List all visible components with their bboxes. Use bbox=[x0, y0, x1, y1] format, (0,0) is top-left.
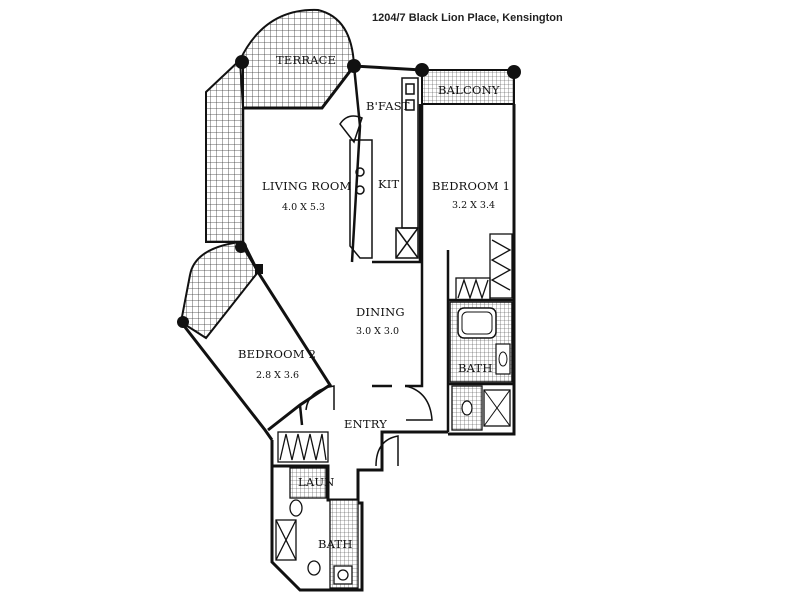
dining-dims: 3.0 X 3.0 bbox=[356, 326, 399, 337]
bfast-label: B'FAST bbox=[366, 99, 410, 113]
kitchen-label: KIT bbox=[378, 177, 400, 191]
dining-label: DINING bbox=[356, 305, 405, 319]
bedroom-2-label: BEDROOM 2 bbox=[238, 347, 316, 361]
living-room-dims: 4.0 X 5.3 bbox=[282, 202, 325, 213]
balcony-area bbox=[421, 69, 515, 105]
interior-walls bbox=[241, 65, 514, 432]
bath-lower-label: BATH bbox=[318, 537, 353, 551]
wardrobes bbox=[277, 233, 513, 463]
laundry-label: LAUN bbox=[298, 475, 335, 489]
living-room-label: LIVING ROOM bbox=[262, 179, 351, 193]
bedroom-2-dims: 2.8 X 3.6 bbox=[256, 370, 299, 381]
terrace-label: TERRACE bbox=[276, 53, 336, 67]
bedroom-1-label: BEDROOM 1 bbox=[432, 179, 510, 193]
door-swings bbox=[305, 115, 433, 467]
kitchen-counters bbox=[349, 77, 419, 259]
entry-label: ENTRY bbox=[344, 417, 387, 431]
outer-walls bbox=[179, 64, 516, 592]
balcony-label: BALCONY bbox=[438, 83, 500, 97]
bath-upper-label: BATH bbox=[458, 361, 493, 375]
terrace-area bbox=[179, 8, 356, 340]
bedroom-1-dims: 3.2 X 3.4 bbox=[452, 200, 495, 211]
address-title: 1204/7 Black Lion Place, Kensington bbox=[372, 12, 563, 24]
bathroom-upper bbox=[449, 301, 513, 431]
bathroom-lower bbox=[275, 499, 353, 585]
columns bbox=[177, 55, 521, 328]
